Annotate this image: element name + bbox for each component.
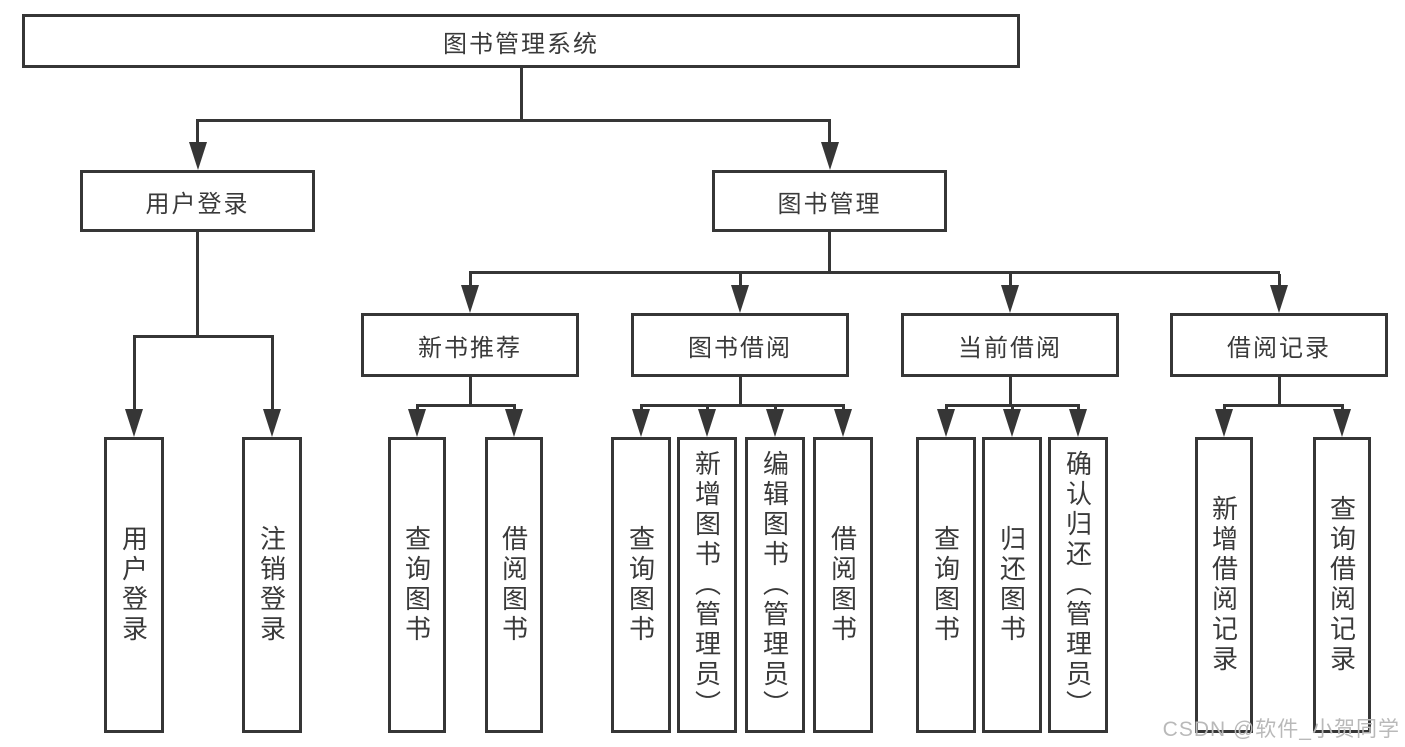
connector-vline	[1277, 274, 1281, 288]
connector-hline	[944, 404, 1080, 407]
leaf-query-borrow-record: 查询借阅记录	[1313, 437, 1371, 733]
leaf-borrow-books-borrowing: 借阅图书	[813, 437, 873, 733]
leaf-label: 新增借阅记录	[1208, 495, 1239, 675]
leaf-confirm-return-admin: 确认归还（管理员）	[1048, 437, 1108, 733]
arrow-down	[408, 409, 426, 437]
connector-vline	[1008, 274, 1012, 288]
arrow-down	[1270, 285, 1288, 313]
node-label: 图书借阅	[688, 334, 792, 362]
leaf-query-books-recommend: 查询图书	[388, 437, 446, 733]
arrow-down	[505, 409, 523, 437]
arrow-down	[766, 409, 784, 437]
node-borrowing-records: 借阅记录	[1170, 313, 1388, 377]
connector-vline	[468, 274, 472, 288]
leaf-label: 归还图书	[996, 525, 1027, 645]
connector-hline	[639, 404, 845, 407]
arrow-down	[1215, 409, 1233, 437]
node-label: 借阅记录	[1227, 334, 1331, 362]
leaf-label: 注销登录	[256, 525, 287, 645]
leaf-label: 编辑图书（管理员）	[759, 450, 790, 720]
connector-vline	[828, 232, 831, 274]
node-book-management: 图书管理	[712, 170, 947, 232]
arrow-down	[820, 142, 839, 170]
arrow-down	[263, 409, 281, 437]
connector-vline	[196, 232, 199, 338]
node-current-borrowing: 当前借阅	[901, 313, 1119, 377]
leaf-return-books: 归还图书	[982, 437, 1042, 733]
leaf-add-borrow-record: 新增借阅记录	[1195, 437, 1253, 733]
arrow-down	[937, 409, 955, 437]
node-user-login: 用户登录	[80, 170, 315, 232]
leaf-query-books-current: 查询图书	[916, 437, 976, 733]
connector-vline	[468, 377, 472, 407]
node-new-book-recommendation: 新书推荐	[361, 313, 579, 377]
node-book-borrowing: 图书借阅	[631, 313, 849, 377]
connector-vline	[519, 68, 523, 122]
connector-vline	[1008, 377, 1012, 407]
leaf-add-books-admin: 新增图书（管理员）	[677, 437, 737, 733]
arrow-down	[461, 285, 479, 313]
arrow-down	[1003, 409, 1021, 437]
connector-hline	[196, 119, 831, 122]
arrow-down	[632, 409, 650, 437]
leaf-label: 用户登录	[118, 525, 149, 645]
leaf-label: 查询图书	[930, 525, 961, 645]
connector-vline	[196, 122, 199, 146]
leaf-label: 新增图书（管理员）	[691, 450, 722, 720]
leaf-label: 查询图书	[625, 525, 656, 645]
arrow-down	[125, 409, 143, 437]
connector-vline	[738, 377, 742, 407]
arrow-down	[1001, 285, 1019, 313]
node-label: 当前借阅	[958, 334, 1062, 362]
arrow-down	[188, 142, 207, 170]
connector-hline	[415, 404, 516, 407]
arrow-down	[834, 409, 852, 437]
leaf-label: 借阅图书	[498, 525, 529, 645]
leaf-label: 借阅图书	[827, 525, 858, 645]
node-label: 图书管理系统	[443, 30, 599, 58]
connector-hline	[132, 335, 274, 338]
arrow-down	[698, 409, 716, 437]
arrow-down	[1069, 409, 1087, 437]
leaf-borrow-books-recommend: 借阅图书	[485, 437, 543, 733]
leaf-label: 确认归还（管理员）	[1062, 450, 1093, 720]
leaf-label: 查询借阅记录	[1326, 495, 1357, 675]
node-label: 新书推荐	[418, 334, 522, 362]
leaf-logout: 注销登录	[242, 437, 302, 733]
connector-vline	[738, 274, 742, 288]
node-library-management-system: 图书管理系统	[22, 14, 1020, 68]
connector-vline	[1277, 377, 1281, 407]
leaf-label: 查询图书	[401, 525, 432, 645]
leaf-user-login: 用户登录	[104, 437, 164, 733]
arrow-down	[731, 285, 749, 313]
leaf-query-books-borrowing: 查询图书	[611, 437, 671, 733]
connector-vline	[828, 122, 831, 146]
connector-hline	[1222, 404, 1344, 407]
leaf-edit-books-admin: 编辑图书（管理员）	[745, 437, 805, 733]
node-label: 图书管理	[777, 190, 882, 218]
connector-hline	[469, 271, 1280, 274]
connector-vline	[132, 338, 136, 412]
csdn-watermark: CSDN @软件_小贺同学	[1162, 718, 1400, 741]
arrow-down	[1333, 409, 1351, 437]
connector-vline	[270, 338, 274, 412]
node-label: 用户登录	[145, 190, 250, 218]
